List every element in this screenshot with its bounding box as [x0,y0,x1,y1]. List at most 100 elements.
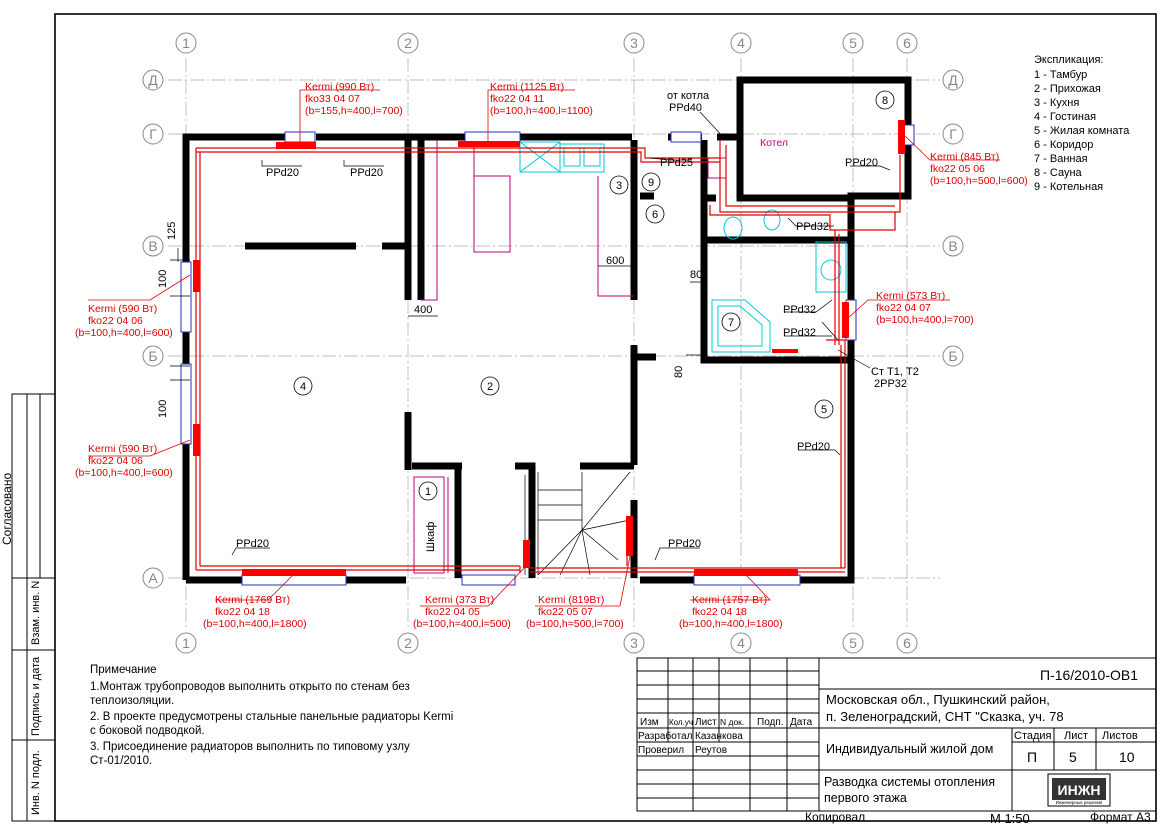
radiator-9-model: fko22 05 07 [538,606,593,618]
note-line-2: теплоизоляции. [90,695,174,707]
note-line-4: с боковой подводкой. [90,725,205,737]
radiator-6-model: fko22 04 06 [88,455,143,467]
radiator-5-model: fko22 04 07 [876,302,931,314]
boiler-label: Котел [760,137,788,149]
axis-D-right: Д [948,72,958,88]
room-8-number: 8 [882,95,888,107]
checked-label: Проверил [638,745,684,756]
stage-label: Стадия [1014,730,1052,742]
riser-label-1: Ст Т1, Т2 [871,366,919,378]
annotation-leaders [88,89,1000,607]
signature-date-label: Подпись и дата [30,656,42,736]
pipe-label-ppd32-a: PPd32 [796,221,829,233]
col-n-doc: N док. [720,717,744,727]
axis-5-top: 5 [849,35,857,51]
axis-G-right: Г [949,126,957,142]
pipe-label-ppd40: PPd40 [669,102,702,114]
radiator-8-size: (b=100,h=400,l=500) [413,618,511,630]
pipe-label-ppd20-room5: PPd20 [797,441,830,453]
explication-item-8: 8 - Сауна [1034,167,1083,179]
drawing-title-2: первого этажа [824,791,907,805]
radiator-5-size: (b=100,h=400,l=700) [876,314,974,326]
radiator-8-title: Kermi (373 Вт) [425,594,494,606]
explication-item-5: 5 - Жилая комната [1034,125,1130,137]
note-line-5: 3. Присоединение радиаторов выполнить по… [90,741,410,753]
explication-item-4: 4 - Гостиная [1034,111,1096,123]
explication: Экспликация: 1 - Тамбур 2 - Прихожая 3 -… [1034,54,1130,193]
room-6-number: 6 [652,209,658,221]
windows [180,124,915,586]
radiator-5-title: Kermi (573 Вт) [876,290,945,302]
radiator-7-title: Kermi (1769 Вт) [215,594,290,606]
axis-6-bottom: 6 [903,635,911,651]
radiator-1-model: fko33 04 07 [305,93,360,105]
radiator-9-title: Kermi (819Вт) [538,594,604,606]
sheets-label: Листов [1102,730,1138,742]
col-data: Дата [790,717,813,728]
axis-1-bottom: 1 [182,635,190,651]
radiator-3-title: Kermi (845 Вт) [930,151,999,163]
axis-B-right: Б [948,348,957,364]
address-line-1: Московская обл., Пушкинский район, [826,692,1050,707]
radiator-3-model: fko22 05 06 [930,163,985,175]
pipe-labels: PPd20 PPd20 PPd25 от котла PPd40 Котел P… [236,90,919,552]
drawing-title-1: Разводка системы отопления [824,775,995,789]
copied-label: Копировал [805,810,865,824]
dim-80-a: 80 [690,269,702,281]
axis-3-top: 3 [630,35,638,51]
pipe-label-ppd25: PPd25 [660,157,693,169]
room-3-number: 3 [616,180,622,192]
fixtures [413,140,847,576]
dim-600: 600 [606,255,624,267]
axis-2-bottom: 2 [404,635,412,651]
wardrobe-label: Шкаф [425,522,437,552]
note-line-3: 2. В проекте предусмотрены стальные пане… [90,711,453,723]
explication-item-3: 3 - Кухня [1034,97,1079,109]
radiator-3-size: (b=100,h=500,l=600) [930,175,1028,187]
col-list: Лист [695,717,717,728]
dim-100-b: 100 [157,400,169,418]
title-block: П-16/2010-ОВ1 Московская обл., Пушкински… [636,657,1157,826]
sheets-value: 10 [1119,749,1135,765]
explication-item-1: 1 - Тамбур [1034,69,1087,81]
scale-label: М 1:50 [990,811,1030,826]
note-line-1: 1.Монтаж трубопроводов выполнить открыто… [90,681,410,693]
axis-G-left: Г [149,126,157,142]
original-inv-label: Инв. N подл. [30,750,42,815]
developed-label: Разработал [638,730,693,742]
radiator-marks [193,120,905,576]
radiator-4-model: fko22 04 06 [88,315,143,327]
radiator-8-model: fko22 04 05 [425,606,480,618]
sheet-value: 5 [1069,749,1077,765]
dim-80-b: 80 [673,366,685,378]
company-logo: ИНЖН Инженерные решения [1047,773,1111,807]
from-boiler-label: от котла [667,90,710,102]
explication-item-7: 7 - Ванная [1034,153,1088,165]
notes: Примечание 1.Монтаж трубопроводов выполн… [90,664,453,767]
side-stamp: Согласовано Взам. инв. N Подпись и дата … [0,393,56,822]
axis-5-bottom: 5 [849,635,857,651]
sheet-label: Лист [1064,730,1088,742]
checked-name: Реутов [695,745,727,756]
radiator-10-model: fko22 04 18 [692,606,747,618]
col-izm: Изм [640,717,659,728]
explication-title: Экспликация: [1034,54,1104,66]
axis-4-bottom: 4 [737,635,745,651]
dim-125: 125 [166,222,178,240]
radiator-4-title: Kermi (590 Вт) [88,303,157,315]
axis-markers: 1 2 3 4 5 6 1 2 3 4 5 6 Д Г В Б А Д Г В … [142,32,964,654]
pipe-label-ppd32-c: PPd32 [783,327,816,339]
building-name: Индивидуальный жилой дом [826,742,993,756]
document-code: П-16/2010-ОВ1 [1040,667,1138,683]
axis-2-top: 2 [404,35,412,51]
axis-D-left: Д [148,72,158,88]
pipe-label-ppd20-b: PPd20 [350,167,383,179]
room-4-number: 4 [300,381,306,393]
col-kol-uch: Кол.уч [669,718,693,727]
axis-1-top: 1 [182,35,190,51]
stage-value: П [1027,749,1037,765]
pipe-label-ppd20-bottom: PPd20 [668,538,701,550]
explication-item-2: 2 - Прихожая [1034,83,1101,95]
room-7-number: 7 [728,317,734,329]
radiator-9-size: (b=100,h=500,l=700) [526,618,624,630]
